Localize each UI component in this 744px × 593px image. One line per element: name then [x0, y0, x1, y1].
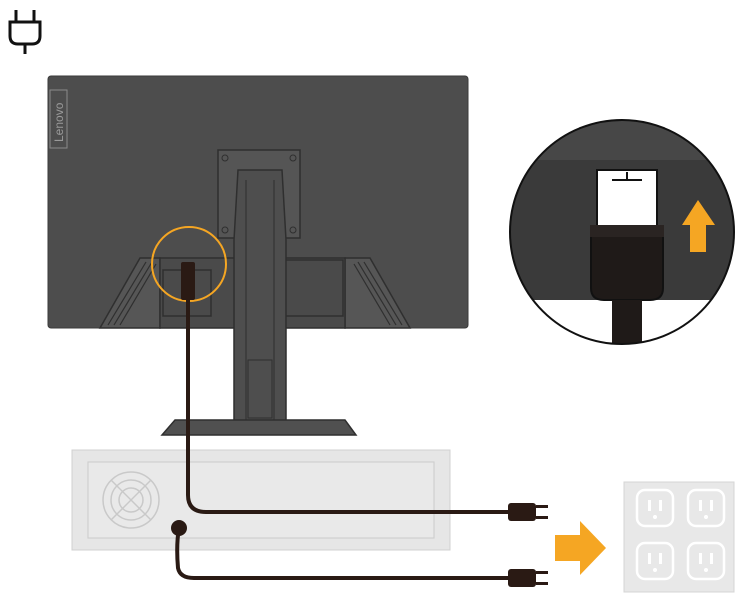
brand-label: Lenovo [49, 89, 68, 149]
monitor-power-cable [181, 262, 512, 514]
stand-neck [233, 169, 287, 429]
socket [635, 488, 675, 528]
svg-text:Lenovo: Lenovo [52, 102, 66, 142]
wall-outlet [623, 481, 735, 593]
pc-power-cable [171, 520, 512, 580]
stand-base [160, 419, 358, 436]
zoom-callout [509, 119, 735, 345]
arrow-up-icon [682, 200, 715, 252]
pc-case [71, 449, 451, 551]
power-plug-icon [8, 10, 42, 54]
monitor-back: Lenovo [47, 75, 469, 436]
plug-head-2 [508, 569, 548, 587]
arrow-right-icon [555, 521, 606, 575]
socket [686, 488, 726, 528]
socket [635, 541, 675, 581]
socket [686, 541, 726, 581]
iec-connector [590, 169, 664, 344]
fan-grille [102, 471, 160, 529]
plug-head-1 [508, 503, 548, 521]
